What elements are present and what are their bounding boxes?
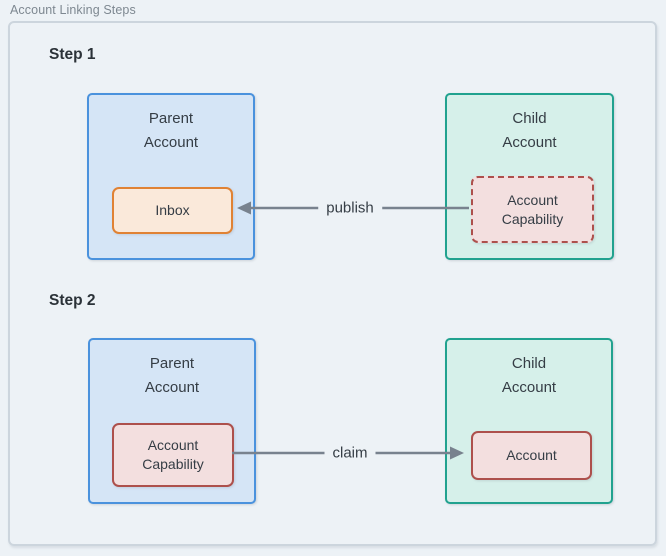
title-line: Account [144,379,200,396]
account-label: Account [506,447,557,463]
title-line: Parent [149,355,195,372]
title-line: Child [512,110,547,127]
step2-account-capability-node: Account Capability [112,423,234,487]
step2-parent-account-title: Parent Account [90,352,254,400]
step1-heading: Step 1 [49,46,96,63]
title-line: Account [143,134,199,151]
step2-heading: Step 2 [49,292,96,309]
capability-label-line: Capability [501,210,564,227]
step1-child-account-title: Child Account [447,107,612,155]
step2-account-node: Account [471,431,592,480]
step1-parent-account-node: Parent Account Inbox [87,93,255,260]
title-line: Parent [148,110,194,127]
title-line: Account [502,134,557,151]
step1-account-capability-node: Account Capability [471,176,594,243]
capability-label-line: Capability [142,456,204,472]
step1-child-account-node: Child Account Account Capability [445,93,614,260]
step2-child-account-node: Child Account Account [445,338,613,504]
publish-arrow-label: publish [318,199,382,217]
capability-label-line: Account [147,437,199,453]
diagram-frame [8,21,657,546]
claim-arrow-label: claim [324,444,376,462]
inbox-label: Inbox [155,202,190,218]
diagram-legend: Account Linking Steps [10,3,136,17]
step1-inbox-node: Inbox [112,187,233,234]
capability-label-line: Account [507,191,558,208]
step2-child-account-title: Child Account [447,352,611,400]
step2-parent-account-node: Parent Account Account Capability [88,338,256,504]
step1-parent-account-title: Parent Account [89,107,253,155]
title-line: Account [501,379,557,396]
title-line: Child [511,355,547,372]
